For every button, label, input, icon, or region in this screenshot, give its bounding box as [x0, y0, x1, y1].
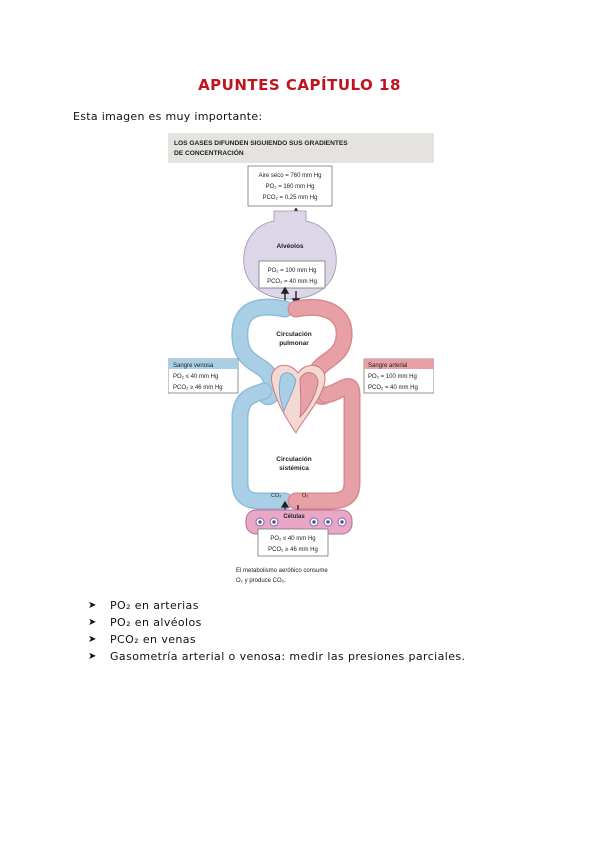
figure-heading-1: LOS GASES DIFUNDEN SIGUIENDO SUS GRADIEN…	[174, 140, 348, 147]
o2-label-tissue: O₂	[302, 493, 308, 499]
bullet-text: PO₂ en arterias	[110, 599, 199, 612]
list-item: ➤ PCO₂ en venas	[88, 631, 465, 648]
arterial-po2: PO₂ = 100 mm Hg	[368, 374, 417, 380]
pulmonary-label-1: Circulación	[276, 331, 311, 338]
cells-pco2: PCO₂ ≥ 46 mm Hg	[268, 547, 318, 553]
air-box	[247, 165, 333, 207]
list-item: ➤ Gasometría arterial o venosa: medir las…	[88, 648, 465, 665]
arrow-bullet-icon: ➤	[88, 600, 97, 611]
caption-line-2: O₂ y produce CO₂.	[236, 578, 286, 584]
bullet-text: Gasometría arterial o venosa: medir las …	[110, 650, 466, 663]
co2-label-tissue: CO₂	[271, 493, 281, 499]
intro-text: Esta imagen es muy importante:	[73, 110, 263, 123]
figure-heading-band	[168, 133, 434, 163]
systemic-label-2: sistémica	[279, 465, 309, 472]
pulmonary-label-2: pulmonar	[279, 340, 309, 347]
cells-label: Células	[283, 514, 305, 520]
arrow-bullet-icon: ➤	[88, 634, 97, 645]
alveoli-label: Alvéolos	[276, 243, 303, 250]
heart-icon	[271, 364, 326, 435]
systemic-circulation-vessels	[231, 378, 361, 510]
figure-heading-2: DE CONCENTRACIÓN	[174, 148, 244, 157]
bullet-text: PCO₂ en venas	[110, 633, 197, 646]
venous-po2: PO₂ ≤ 40 mm Hg	[173, 374, 218, 380]
bullet-text: PO₂ en alvéolos	[110, 616, 202, 629]
alveoli-values-box	[258, 260, 326, 289]
page-title: APUNTES CAPÍTULO 18	[198, 76, 401, 94]
bullet-list: ➤ PO₂ en arterias ➤ PO₂ en alvéolos ➤ PCO₂ …	[88, 597, 465, 665]
arrow-bullet-icon: ➤	[88, 651, 97, 662]
air-line-2: PO₂ = 160 mm Hg	[266, 184, 315, 190]
alveoli-pco2: PCO₂ = 40 mm Hg	[267, 279, 317, 285]
air-line-1: Aire seco = 760 mm Hg	[259, 173, 322, 179]
arterial-pco2: PCO₂ = 40 mm Hg	[368, 385, 418, 391]
venous-pco2: PCO₂ ≥ 46 mm Hg	[173, 385, 223, 391]
air-line-3: PCO₂ = 0,25 mm Hg	[263, 195, 318, 201]
gas-diffusion-figure: LOS GASES DIFUNDEN SIGUIENDO SUS GRADIEN…	[168, 133, 434, 593]
cells-po2: PO₂ ≤ 40 mm Hg	[270, 536, 315, 542]
venous-title: Sangre venosa	[173, 363, 214, 369]
caption-line-1: El metabolismo aeróbico consume	[236, 568, 328, 574]
list-item: ➤ PO₂ en arterias	[88, 597, 465, 614]
systemic-label-1: Circulación	[276, 456, 311, 463]
cells-values-box	[257, 528, 329, 557]
arrow-bullet-icon: ➤	[88, 617, 97, 628]
arterial-title: Sangre arterial	[368, 363, 407, 369]
list-item: ➤ PO₂ en alvéolos	[88, 614, 465, 631]
alveoli-po2: PO₂ = 100 mm Hg	[268, 268, 317, 274]
